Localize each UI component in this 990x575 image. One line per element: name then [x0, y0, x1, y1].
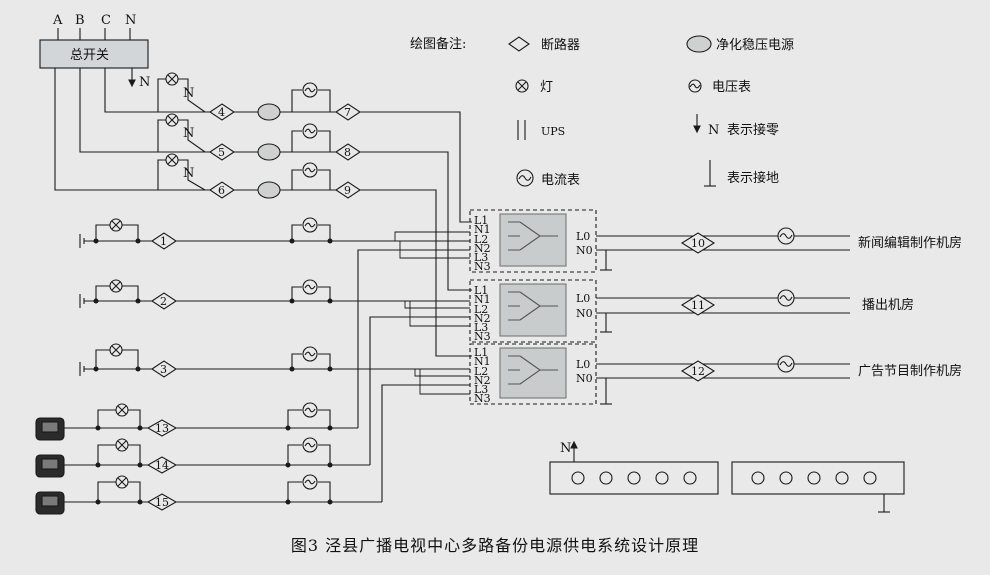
switch-neutral-label: N — [183, 166, 194, 181]
breaker-12 — [680, 360, 716, 382]
input-label: L3 — [474, 251, 488, 264]
legend-breaker: 断路器 — [541, 37, 580, 53]
breaker-number: 7 — [344, 106, 351, 119]
main-neutral-label: N — [139, 75, 150, 90]
regulator-icon — [257, 181, 281, 199]
room-label-broadcast: 播出机房 — [862, 297, 914, 313]
legend-regulator: 净化稳压电源 — [716, 37, 794, 53]
input-label: N2 — [474, 374, 491, 387]
input-label: N3 — [474, 260, 491, 273]
input-label: N1 — [474, 293, 491, 306]
breaker-number: 2 — [160, 295, 167, 308]
input-label: L2 — [474, 303, 488, 316]
upper-rows: N 4 7 N 5 8 N — [157, 72, 472, 357]
breaker-number: 14 — [155, 459, 169, 472]
legend-neutral-desc: 表示接零 — [727, 122, 779, 138]
legend-title: 绘图备注: — [410, 36, 466, 52]
legend-ground-desc: 表示接地 — [727, 170, 779, 186]
breaker-icon — [508, 36, 530, 52]
room-label-news: 新闻编辑制作机房 — [858, 235, 962, 251]
ground-busbar — [731, 461, 905, 495]
output-label: L0 — [576, 292, 590, 305]
breaker-number: 13 — [155, 422, 169, 435]
breaker-10 — [680, 232, 716, 254]
output-label: N0 — [576, 372, 593, 385]
breaker-number: 9 — [344, 184, 351, 197]
main-switch-label: 总开关 — [70, 48, 109, 63]
input-label: N3 — [474, 330, 491, 343]
input-label: L2 — [474, 233, 488, 246]
input-label: N2 — [474, 312, 491, 325]
legend-ups: UPS — [541, 125, 565, 138]
regulator-icon — [257, 103, 281, 121]
room-label-advert: 广告节目制作机房 — [858, 363, 962, 379]
output-label: N0 — [576, 307, 593, 320]
switch-neutral-label: N — [183, 86, 194, 101]
generator-icon — [35, 454, 65, 478]
busbar-neutral-label: N — [560, 441, 571, 456]
output-label: N0 — [576, 244, 593, 257]
legend-voltmeter: 电压表 — [712, 80, 751, 95]
breaker-number: 15 — [155, 496, 169, 509]
breaker-number: 11 — [691, 299, 705, 312]
room-feeds: 10 新闻编辑制作机房 11 播出机房 12 广告节目制作机房 — [596, 227, 962, 405]
figure-caption: 图3 泾县广播电视中心多路备份电源供电系统设计原理 — [290, 536, 700, 555]
input-label: L1 — [474, 214, 488, 227]
breaker-number: 8 — [344, 146, 351, 159]
breaker-number: 4 — [218, 106, 225, 119]
input-label: N2 — [474, 242, 491, 255]
input-label: L3 — [474, 383, 488, 396]
phase-label-b: B — [75, 13, 85, 28]
legend-lamp: 灯 — [540, 80, 553, 95]
input-label: L2 — [474, 365, 488, 378]
generator-icon — [35, 491, 65, 515]
input-label: N1 — [474, 223, 491, 236]
switch-neutral-label: N — [183, 126, 194, 141]
neutral-busbar — [549, 461, 719, 495]
input-label: L3 — [474, 321, 488, 334]
legend-neutral-symbol: N — [708, 123, 719, 138]
input-label: L1 — [474, 284, 488, 297]
middle-rows: 1 2 3 — [79, 217, 470, 378]
legend-ammeter: 电流表 — [541, 173, 580, 188]
output-label: L0 — [576, 230, 590, 243]
breaker-number: 1 — [160, 235, 167, 248]
generator-icon — [35, 417, 65, 441]
input-label: N3 — [474, 392, 491, 405]
input-label: N1 — [474, 355, 491, 368]
phase-label-c: C — [101, 13, 111, 28]
main-switch-box — [39, 39, 149, 69]
breaker-number: 3 — [160, 363, 167, 376]
regulator-icon — [686, 35, 712, 53]
generator-rows: 13 14 15 — [35, 249, 470, 515]
breaker-number: 6 — [218, 184, 225, 197]
regulator-icon — [257, 143, 281, 161]
phase-label-n: N — [125, 13, 136, 28]
switch-panel-1: L1 N1 L2 N2 L3 N3 L0 N0 — [469, 209, 597, 273]
legend: 绘图备注: 断路器 净化稳压电源 灯 电压表 UPS N 表示接零 电流表 表示… — [410, 35, 794, 188]
phase-label-a: A — [52, 13, 63, 28]
output-label: L0 — [576, 358, 590, 371]
input-label: L1 — [474, 346, 488, 359]
busbars: N — [549, 440, 905, 513]
breaker-number: 10 — [691, 237, 705, 250]
breaker-number: 12 — [691, 365, 705, 378]
bus-bundle — [394, 231, 470, 395]
breaker-number: 5 — [218, 146, 225, 159]
switch-panel-2: L1 N1 L2 N2 L3 N3 L0 N0 — [469, 279, 597, 343]
switch-panel-3: L1 N1 L2 N2 L3 N3 L0 N0 — [469, 343, 597, 405]
breaker-11 — [680, 294, 716, 316]
